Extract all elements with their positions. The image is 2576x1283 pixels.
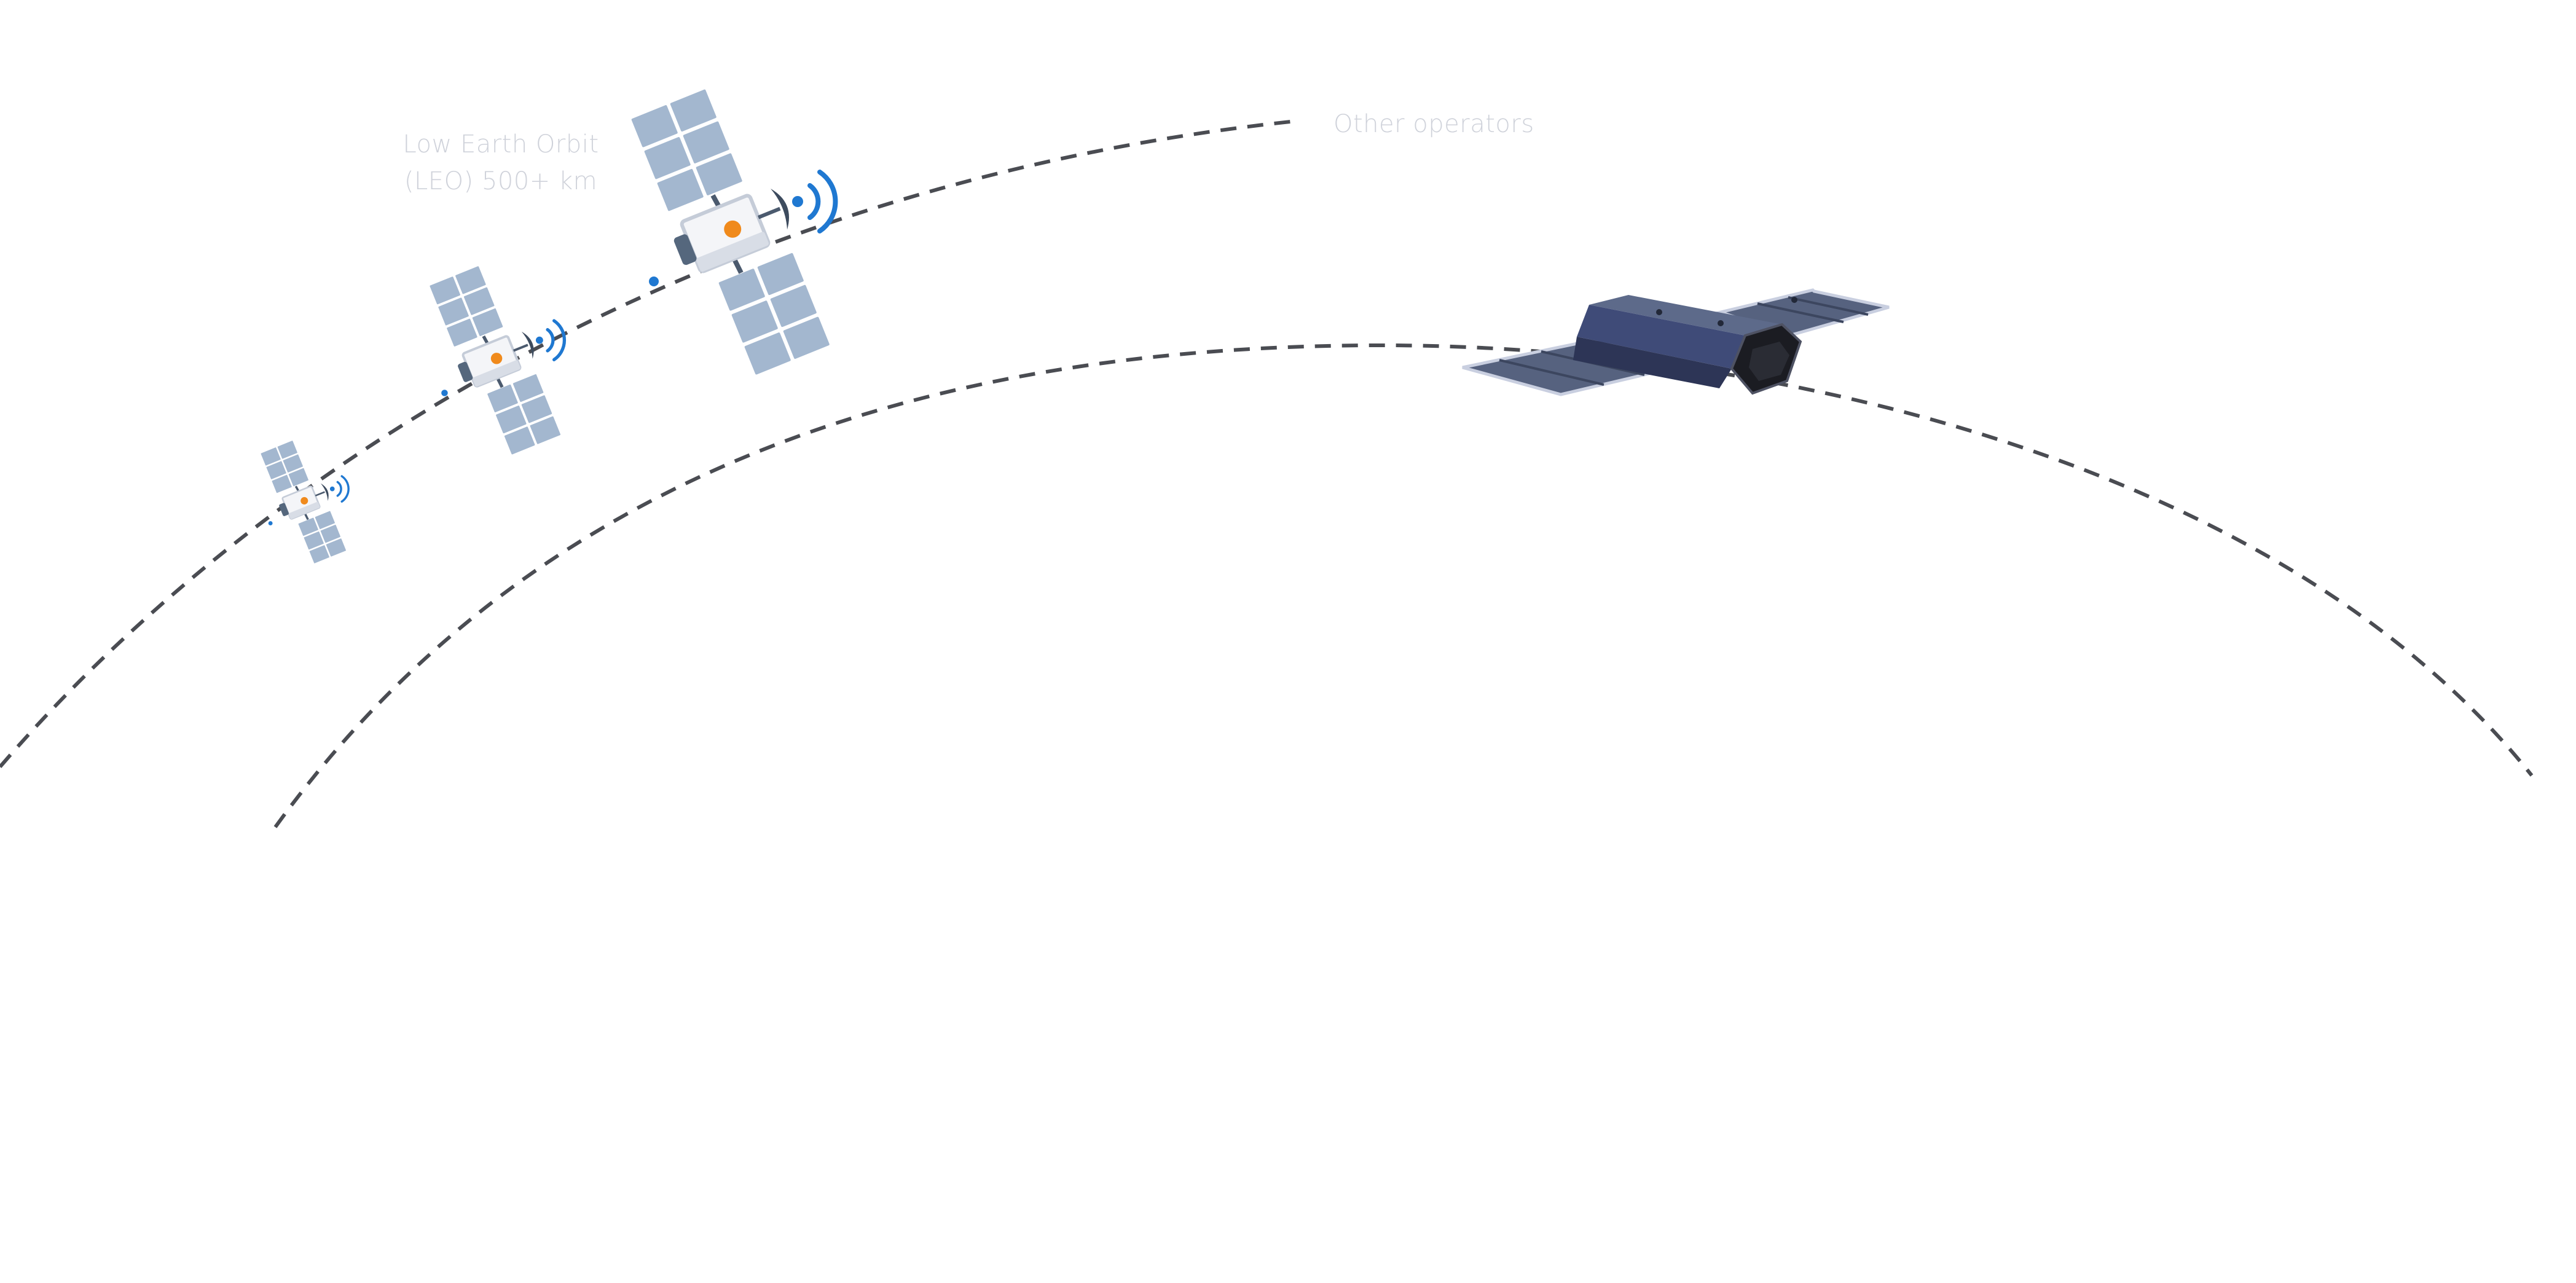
dark-hex-satellite-icon: [1462, 288, 1890, 396]
leo-label: Low Earth Orbit (LEO) 500+ km: [369, 126, 633, 200]
inner-orbit-path: [273, 343, 2534, 828]
leo-label-line2: (LEO) 500+ km: [404, 167, 598, 195]
small-satellite-icon: [430, 266, 564, 455]
small-satellite-icon: [259, 439, 350, 565]
leo-label-line1: Low Earth Orbit: [402, 130, 599, 159]
other-operators-label: Other operators: [1333, 110, 1534, 138]
outer-orbit-path: [0, 120, 1291, 768]
